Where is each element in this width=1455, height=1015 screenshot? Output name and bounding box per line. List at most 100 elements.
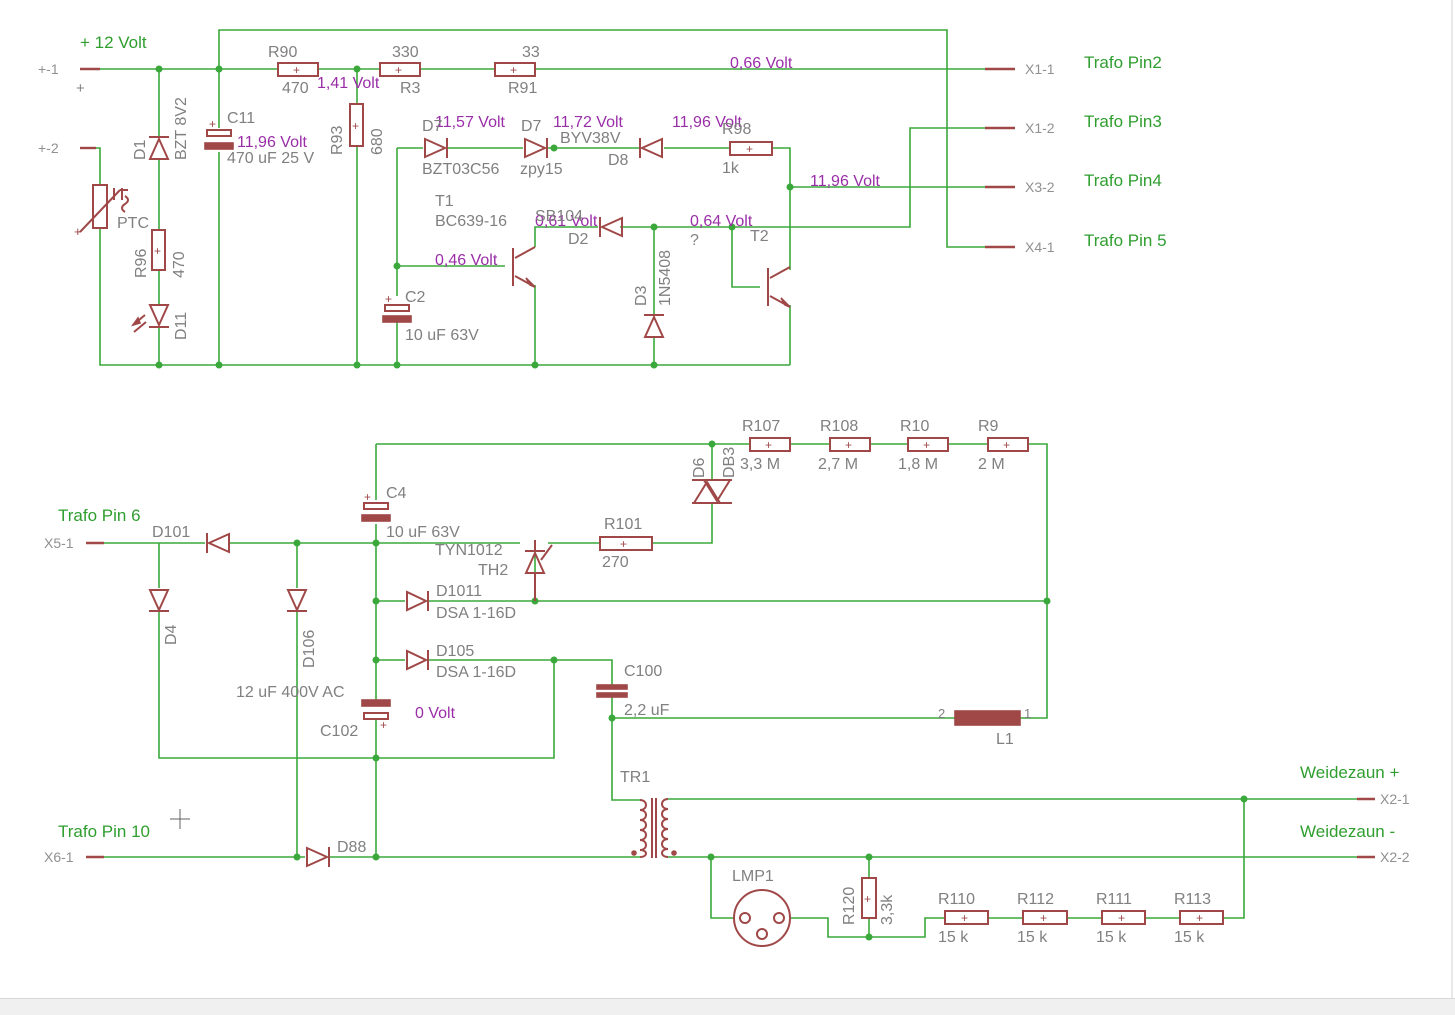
resistor-r108[interactable]: +: [829, 437, 871, 452]
d6-name: D6: [691, 457, 708, 478]
r112-name: R112: [1017, 891, 1054, 908]
lmp1-name: LMP1: [732, 868, 774, 885]
transformer-tr1[interactable]: [631, 798, 677, 858]
resistor-r120[interactable]: +: [861, 877, 877, 919]
diode-d88[interactable]: [306, 846, 330, 868]
svg-text:+: +: [209, 117, 216, 131]
net-label-trafo-pin6: Trafo Pin 6: [58, 506, 141, 525]
canvas-right-edge: [1451, 0, 1453, 998]
l1-name: L1: [996, 731, 1014, 748]
zener-diode-d7-a[interactable]: [424, 137, 448, 159]
r110-value: 15 k: [938, 929, 969, 946]
resistor-r96[interactable]: +: [151, 229, 166, 271]
ptc-thermistor[interactable]: +: [74, 184, 129, 239]
resistor-r93[interactable]: +: [349, 103, 364, 147]
diode-d8[interactable]: [639, 137, 663, 159]
svg-text:+: +: [352, 119, 359, 133]
d88-name: D88: [337, 839, 366, 856]
r91-value: 33: [522, 44, 540, 61]
diode-d101[interactable]: [206, 532, 230, 554]
svg-text:+: +: [293, 63, 300, 77]
r90-value: 470: [282, 80, 309, 97]
net-label-trafo-pin2: Trafo Pin2: [1084, 53, 1162, 72]
resistor-r112[interactable]: +: [1022, 910, 1068, 925]
r90-name: R90: [268, 44, 297, 61]
d7a-value: BZT03C56: [422, 161, 499, 178]
transistor-t2[interactable]: [767, 266, 791, 308]
capacitor-c11[interactable]: +: [204, 117, 234, 150]
net-label-trafo-pin4: Trafo Pin4: [1084, 171, 1162, 190]
voltage-probe-3: 11,96 Volt: [237, 134, 308, 151]
diode-d1011[interactable]: [406, 590, 429, 612]
resistor-r111[interactable]: +: [1101, 910, 1146, 925]
connector-label-x32: X3-2: [1025, 179, 1055, 195]
svg-text:+: +: [1196, 911, 1203, 925]
connector-label-x22: X2-2: [1380, 849, 1410, 865]
connector-label-x11: X1-1: [1025, 61, 1055, 77]
zener-diode-d1[interactable]: [148, 136, 170, 160]
transistor-t1[interactable]: [512, 246, 536, 288]
capacitor-c2[interactable]: +: [382, 292, 412, 323]
svg-text:+: +: [380, 718, 387, 732]
diode-d3[interactable]: [643, 314, 665, 338]
diode-d106[interactable]: [286, 589, 308, 613]
resistor-r101[interactable]: +: [599, 536, 653, 551]
d101-name: D101: [152, 524, 190, 541]
bottom-circuit-wires: [100, 443, 1370, 938]
d8-name: D8: [608, 152, 629, 169]
c11-name: C11: [227, 110, 255, 127]
diode-d2[interactable]: [599, 216, 623, 238]
net-label-trafo-pin5: Trafo Pin 5: [1084, 231, 1167, 250]
d7b-value: zpy15: [520, 161, 563, 178]
d2-value: SB104: [535, 208, 583, 225]
resistor-r10[interactable]: +: [907, 437, 949, 452]
d1-name: D1: [132, 139, 149, 160]
svg-text:+: +: [364, 490, 371, 504]
led-d11[interactable]: [131, 304, 170, 333]
capacitor-c102[interactable]: +: [361, 699, 391, 732]
d7a-name: D7: [422, 118, 443, 135]
resistor-r3[interactable]: +: [379, 62, 421, 77]
resistor-r110[interactable]: +: [944, 910, 989, 925]
c2-name: C2: [405, 289, 426, 306]
lamp-lmp1[interactable]: [733, 889, 791, 947]
resistor-r91[interactable]: +: [494, 62, 536, 77]
inductor-l1[interactable]: [954, 710, 1021, 726]
svg-text:+: +: [923, 438, 930, 452]
svg-text:+: +: [385, 292, 392, 306]
r9-value: 2 M: [978, 456, 1005, 473]
svg-text:+: +: [1003, 438, 1010, 452]
resistor-r113[interactable]: +: [1179, 910, 1224, 925]
c2-value: 10 uF 63V: [405, 327, 479, 344]
resistor-r90[interactable]: +: [277, 62, 319, 77]
svg-text:+: +: [845, 438, 852, 452]
diode-d105[interactable]: [406, 649, 429, 671]
net-label-weidezaun-minus: Weidezaun -: [1300, 822, 1395, 841]
r107-value: 3,3 M: [740, 456, 780, 473]
r111-value: 15 k: [1096, 929, 1127, 946]
svg-text:+: +: [395, 63, 402, 77]
zener-diode-d7-b[interactable]: [524, 137, 548, 159]
resistor-r9[interactable]: +: [987, 437, 1029, 452]
diac-d6[interactable]: [692, 479, 732, 504]
connector-label-x51: X5-1: [44, 535, 74, 551]
resistor-r107[interactable]: +: [749, 437, 791, 452]
tr1-name: TR1: [620, 769, 650, 786]
voltage-probe-10: 0,46 Volt: [435, 252, 498, 269]
r96-name: R96: [133, 249, 150, 278]
d105-name: D105: [436, 643, 474, 660]
net-label-12v: + 12 Volt: [80, 33, 147, 52]
connector-pins: [80, 67, 1375, 859]
resistor-r98[interactable]: +: [729, 141, 773, 156]
diode-d4[interactable]: [148, 589, 170, 613]
horizontal-scrollbar[interactable]: [0, 998, 1455, 1015]
connector-label-p2: +-2: [38, 140, 59, 156]
svg-text:+: +: [74, 224, 82, 239]
r96-value: 470: [171, 251, 188, 278]
thyristor-th2[interactable]: [524, 540, 553, 601]
capacitor-c100[interactable]: [596, 684, 628, 698]
svg-text:+: +: [1040, 911, 1047, 925]
d1011-name: D1011: [436, 583, 482, 600]
capacitor-c4[interactable]: +: [361, 490, 391, 522]
